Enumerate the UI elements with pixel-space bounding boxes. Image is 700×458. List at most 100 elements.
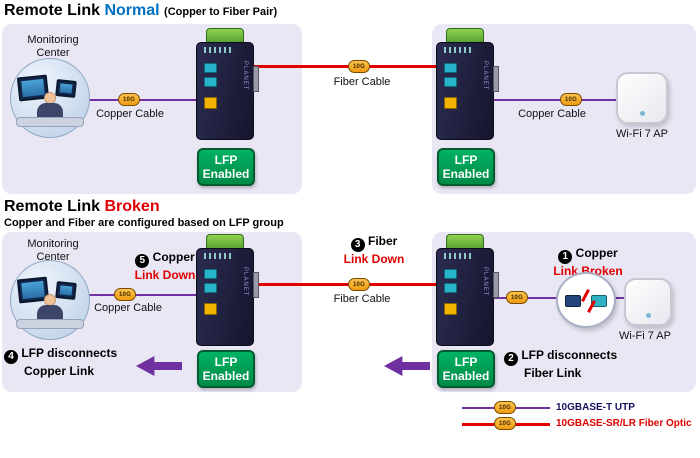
industrial-switch-right: PLANET <box>436 234 499 346</box>
switch-body: PLANET <box>436 42 494 140</box>
switch-brand-text: PLANET <box>242 61 248 91</box>
ap-led-icon <box>646 313 651 318</box>
step-3-fiber-link-down: 3 Fiber Link Down <box>330 234 418 267</box>
copper-port-icon <box>444 97 457 109</box>
operator-person-icon <box>37 103 63 118</box>
switch-body: PLANET <box>436 248 494 346</box>
10g-speed-badge: 10G <box>348 60 370 73</box>
fiber-port-icon <box>204 269 217 279</box>
copper-port-icon <box>204 97 217 109</box>
step-3-status: Link Down <box>343 251 405 266</box>
10g-speed-badge: 10G <box>494 401 516 414</box>
legend-utp-label: 10GBASE-T UTP <box>556 402 635 413</box>
legend-fiber-label: 10GBASE-SR/LR Fiber Optic <box>556 418 692 429</box>
step-number-icon: 4 <box>4 349 18 364</box>
desk-icon <box>16 319 84 329</box>
switch-brand-text: PLANET <box>482 61 488 91</box>
fiber-cable-line <box>254 283 436 286</box>
broken-title-main: Remote Link <box>4 198 101 215</box>
step-number-icon: 1 <box>558 249 573 264</box>
step-5-text: Copper <box>152 250 195 264</box>
industrial-switch-right: PLANET <box>436 28 499 140</box>
industrial-switch-left: PLANET <box>196 28 259 140</box>
switch-led-row <box>204 47 232 53</box>
lfp-enabled-badge: LFP Enabled <box>437 350 495 388</box>
10g-speed-badge: 10G <box>506 291 528 304</box>
monitor-screen-icon <box>55 79 77 98</box>
wifi-ap-label: Wi-Fi 7 AP <box>619 330 671 342</box>
step-4-line1: LFP disconnects <box>21 346 118 360</box>
copper-cable-line <box>494 99 618 101</box>
step-number-icon: 2 <box>504 351 518 366</box>
broken-title-accent: Broken <box>104 198 160 215</box>
industrial-switch-left: PLANET <box>196 234 259 346</box>
fiber-port-icon <box>204 283 217 293</box>
fiber-port-icon <box>444 63 457 73</box>
broken-link-bubble <box>556 272 616 328</box>
fiber-port-icon <box>204 63 217 73</box>
fiber-port-icon <box>444 77 457 87</box>
step-1-text: Copper <box>575 246 618 260</box>
switch-body: PLANET <box>196 42 254 140</box>
step-1-copper-link-broken: 1 Copper Link Broken <box>538 246 638 279</box>
copper-cable-label: Copper Cable <box>518 108 586 120</box>
broken-section-subtitle: Copper and Fiber are configured based on… <box>4 217 284 229</box>
broken-section-title: Remote Link Broken <box>4 198 160 216</box>
step-1-status: Link Broken <box>553 263 623 278</box>
10g-speed-badge: 10G <box>118 93 140 106</box>
copper-port-icon <box>444 303 457 315</box>
step-3-text: Fiber <box>368 234 398 248</box>
operator-person-icon <box>37 305 63 320</box>
wifi-ap-device <box>624 278 672 326</box>
wifi-ap-device <box>616 72 668 124</box>
normal-title-main: Remote Link <box>4 2 101 19</box>
copper-cable-line <box>88 99 196 101</box>
monitor-screen-icon <box>55 281 77 300</box>
din-rail-clip <box>493 272 499 298</box>
switch-led-row <box>444 47 472 53</box>
monitoring-center-illustration <box>10 58 90 138</box>
step-number-icon: 5 <box>135 253 150 268</box>
monitoring-center-label: Monitoring Center <box>27 34 79 59</box>
connector-plug-icon <box>565 295 581 307</box>
10g-speed-badge: 10G <box>560 93 582 106</box>
step-2-lfp-disconnects-fiber: 2 LFP disconnects Fiber Link <box>504 348 644 381</box>
switch-led-row <box>444 253 472 259</box>
monitoring-center-label: Monitoring Center <box>27 238 79 263</box>
step-5-copper-link-down: 5 Copper Link Down <box>126 250 204 283</box>
lfp-enabled-badge: LFP Enabled <box>197 350 255 388</box>
fiber-port-icon <box>204 77 217 87</box>
step-5-status: Link Down <box>134 267 196 282</box>
din-rail-clip <box>493 66 499 92</box>
step-number-icon: 3 <box>350 237 365 252</box>
switch-body: PLANET <box>196 248 254 346</box>
left-arrow-icon <box>384 356 430 376</box>
step-4-line2: Copper Link <box>24 363 95 378</box>
step-2-line2: Fiber Link <box>524 365 582 380</box>
switch-brand-text: PLANET <box>242 267 248 297</box>
fiber-cable-label: Fiber Cable <box>333 76 391 88</box>
desk-icon <box>16 117 84 127</box>
din-rail-clip <box>253 272 259 298</box>
normal-section-title: Remote Link Normal (Copper to Fiber Pair… <box>4 2 277 20</box>
copper-port-icon <box>204 303 217 315</box>
lfp-enabled-badge: LFP Enabled <box>437 148 495 186</box>
10g-speed-badge: 10G <box>494 417 516 430</box>
copper-cable-label: Copper Cable <box>96 108 164 120</box>
10g-speed-badge: 10G <box>114 288 136 301</box>
fiber-port-icon <box>444 283 457 293</box>
switch-brand-text: PLANET <box>482 267 488 297</box>
step-2-line1: LFP disconnects <box>521 348 618 362</box>
normal-title-accent: Normal <box>104 2 160 19</box>
normal-title-note: (Copper to Fiber Pair) <box>164 6 278 18</box>
ap-led-icon <box>640 111 645 116</box>
fiber-cable-line <box>254 65 436 68</box>
monitoring-center-illustration <box>10 260 90 340</box>
copper-cable-label: Copper Cable <box>94 302 162 314</box>
copper-cable-line <box>88 294 196 296</box>
wifi-ap-label: Wi-Fi 7 AP <box>616 128 668 140</box>
din-rail-clip <box>253 66 259 92</box>
fiber-cable-label: Fiber Cable <box>333 293 391 305</box>
fiber-port-icon <box>444 269 457 279</box>
